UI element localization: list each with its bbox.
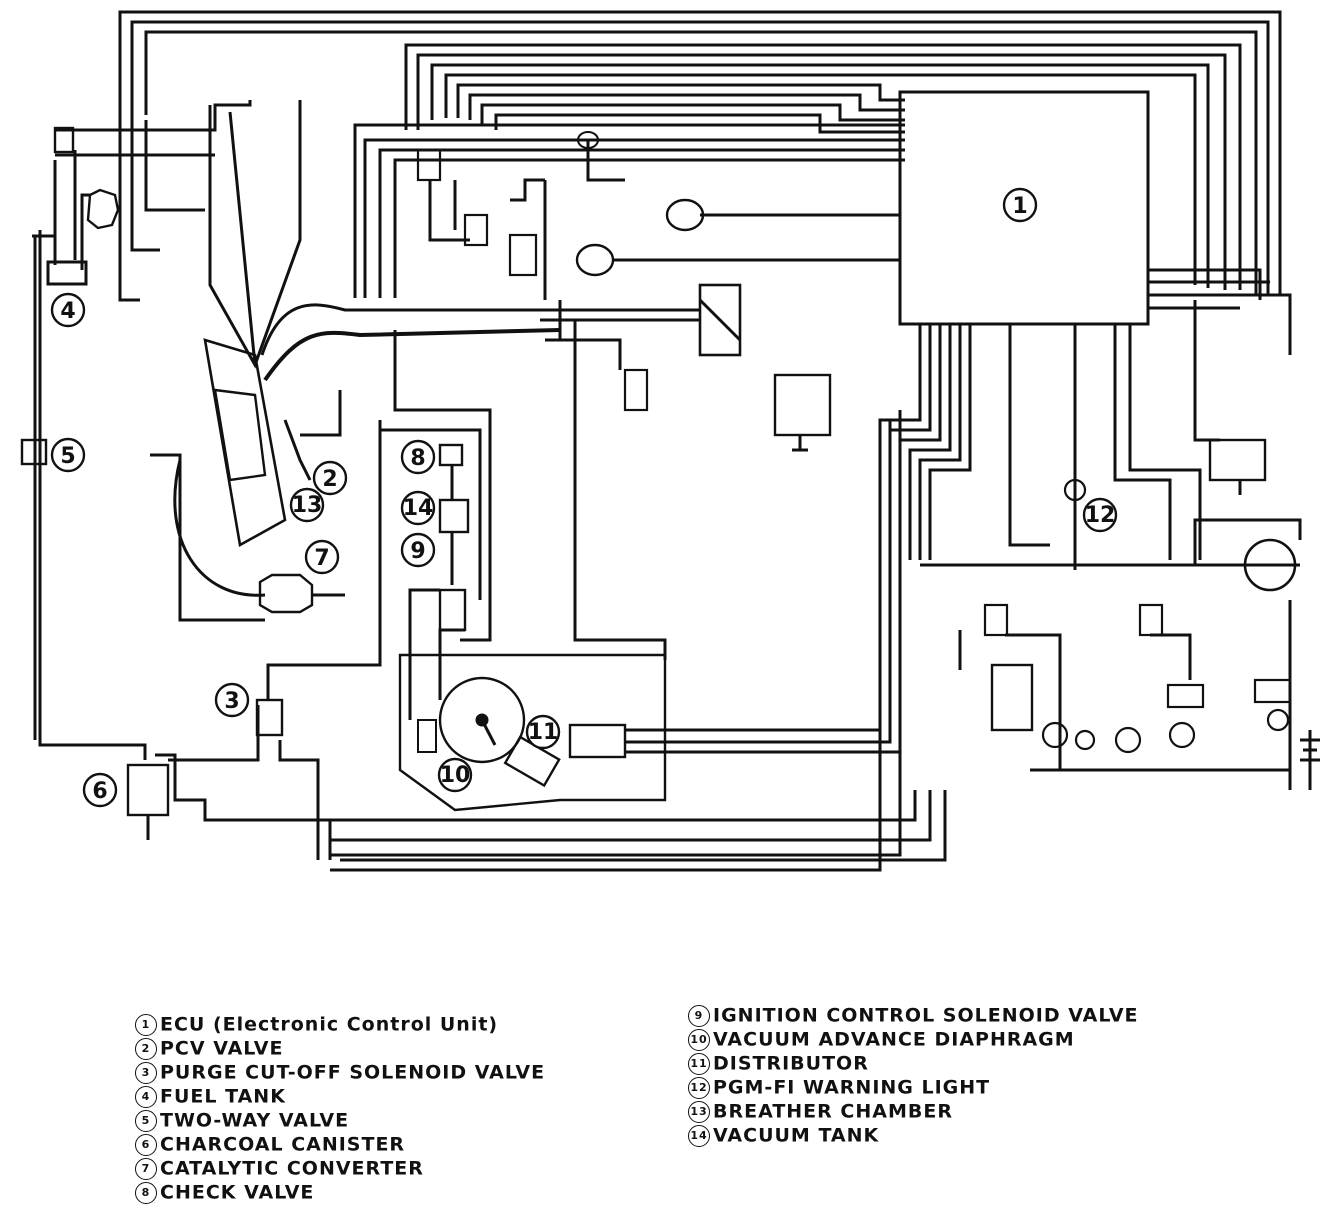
svg-text:6: 6 [92,779,107,804]
svg-text:12: 12 [1085,503,1116,528]
svg-text:9: 9 [410,539,425,564]
svg-text:4: 4 [60,299,75,324]
callout-6: 6 [82,772,118,808]
svg-text:7: 7 [314,546,329,571]
svg-text:1: 1 [1012,194,1027,219]
callout-5: 5 [50,437,86,473]
right-relays [958,438,1320,790]
distributor-housing [398,410,902,812]
callout-9: 9 [400,532,436,568]
callout-2: 2 [312,460,348,496]
two-way-valve [20,438,48,466]
left-harness [32,100,252,760]
callout-4: 4 [50,292,86,328]
engine-block [150,100,561,622]
svg-text:2: 2 [322,467,337,492]
callout-10: 10 [437,757,473,793]
bottom-harness [300,790,947,862]
svg-text:8: 8 [410,446,425,471]
ecu-lower-harness [330,300,1300,872]
fuel-tank [46,126,120,286]
callout-14: 14 [400,490,436,526]
svg-text:13: 13 [292,493,323,518]
svg-text:5: 5 [60,444,75,469]
callout-8: 8 [400,439,436,475]
top-harness [118,10,1282,298]
catalytic-converter [258,573,345,614]
callout-12: 12 [1082,497,1118,533]
ecu [898,90,1292,355]
svg-text:14: 14 [403,496,434,521]
charcoal-canister [126,705,332,860]
vacuum-circuit [380,330,492,720]
svg-text:3: 3 [224,689,239,714]
svg-text:11: 11 [528,720,559,745]
callout-3: 3 [214,682,250,718]
callout-11: 11 [525,714,561,750]
throttle-body [540,131,900,660]
callout-7: 7 [304,539,340,575]
purge-solenoid [255,420,382,860]
callout-1: 1 [1002,187,1038,223]
igniter-module [773,373,832,452]
svg-text:10: 10 [440,763,471,788]
emission-wiring-diagram: 1 2 3 4 5 6 7 8 9 10 11 12 [20,10,1320,872]
relay-cluster [416,148,545,277]
callout-13: 13 [289,487,325,523]
